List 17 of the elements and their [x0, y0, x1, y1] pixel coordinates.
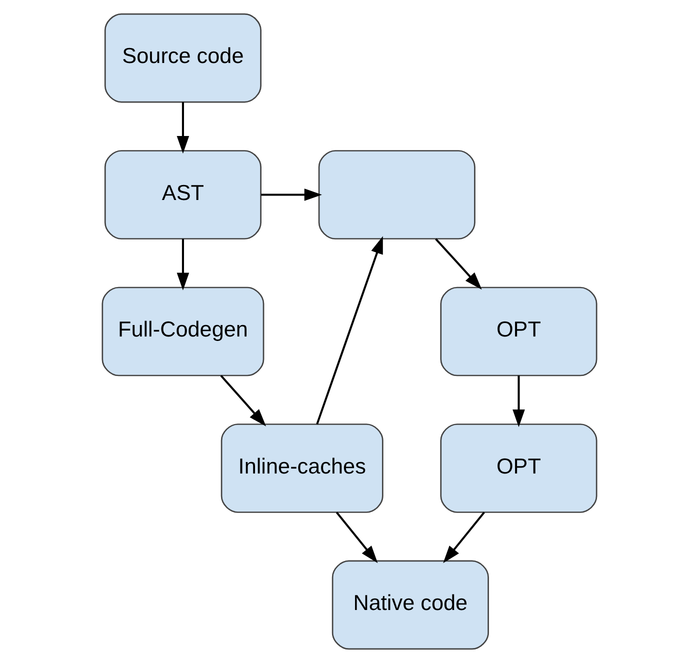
arrow [220, 374, 266, 426]
node-box: OPT [440, 286, 598, 376]
node-box: AST [104, 150, 262, 240]
arrow [176, 102, 190, 154]
node-box: OPT [440, 424, 598, 513]
arrow [512, 376, 525, 428]
node-box [318, 150, 476, 240]
node-box: Native code [332, 560, 489, 650]
arrow [443, 512, 485, 564]
node-box: Full-Codegen [102, 286, 264, 376]
arrow [336, 512, 378, 564]
arrow [261, 188, 322, 201]
node-box: Source code [104, 13, 262, 103]
arrow [435, 238, 482, 290]
arrow [176, 238, 190, 290]
arrow [316, 236, 383, 425]
node-box: Inline-caches [220, 424, 384, 513]
